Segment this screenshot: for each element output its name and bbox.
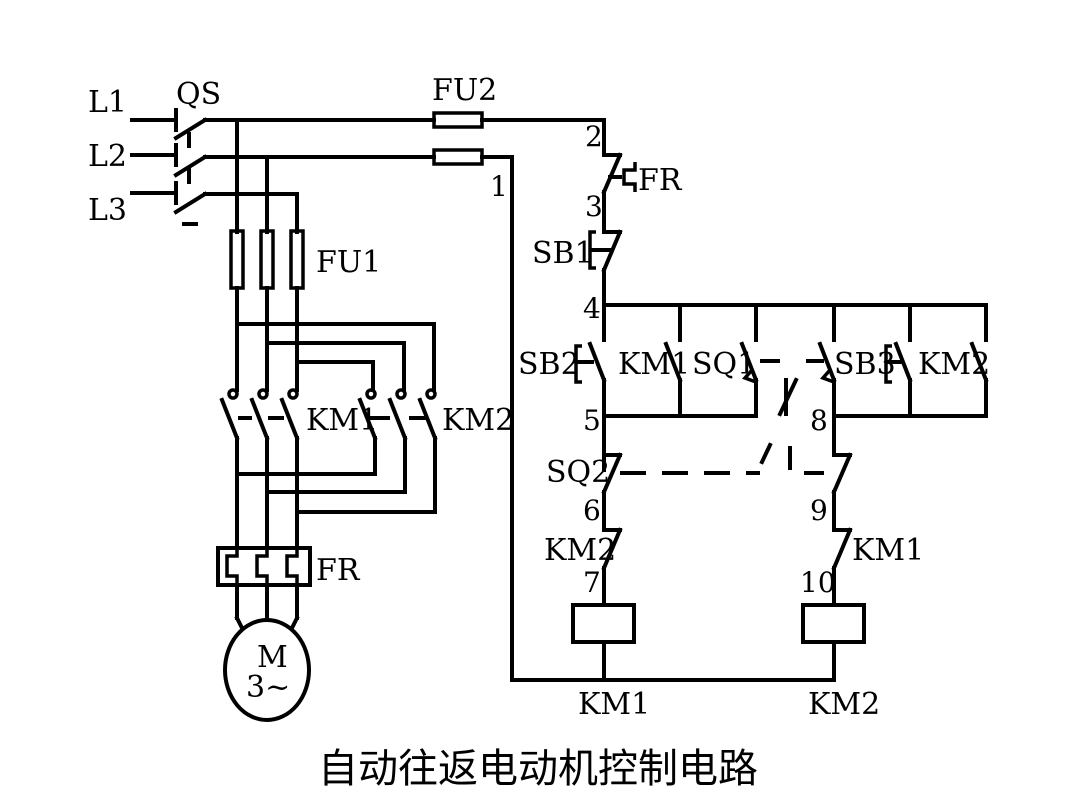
- km1-hold-contact: [663, 341, 683, 418]
- label-KM2-interlock: KM2: [544, 533, 616, 568]
- label-L2: L2: [88, 139, 127, 174]
- label-coil-KM1: KM1: [578, 687, 650, 722]
- label-L3: L3: [88, 193, 127, 228]
- label-SB3: SB3: [834, 347, 896, 382]
- sq1-nc-contact: [831, 452, 853, 532]
- label-motor-M: M: [257, 640, 288, 675]
- label-SB2: SB2: [518, 347, 580, 382]
- node-1: 1: [490, 170, 508, 203]
- mechanical-link: [620, 377, 824, 475]
- node-4: 4: [583, 292, 601, 325]
- label-SQ2: SQ2: [546, 455, 610, 490]
- km2-main-contacts: [357, 388, 438, 441]
- node-8: 8: [810, 404, 828, 437]
- km2-hold-contact: [832, 341, 989, 418]
- node-2: 2: [585, 120, 603, 153]
- diagram-title: 自动往返电动机控制电路: [318, 746, 758, 792]
- node-10: 10: [800, 566, 836, 599]
- fr-nc-contact: [601, 118, 637, 195]
- label-coil-KM2: KM2: [808, 687, 880, 722]
- km2-coil: [801, 603, 866, 682]
- label-motor-phase: 3~: [246, 670, 290, 705]
- node-4-bus: [602, 303, 988, 342]
- label-FU1: FU1: [316, 245, 381, 280]
- motor-feed-wiring: [235, 436, 437, 550]
- motor: [223, 583, 311, 722]
- node-6: 6: [583, 494, 601, 527]
- fu1-fuses: [229, 229, 305, 290]
- label-QS: QS: [176, 77, 221, 112]
- label-L1: L1: [88, 85, 127, 120]
- node-3: 3: [585, 190, 603, 223]
- label-FU2: FU2: [432, 73, 497, 108]
- km1-coil: [571, 603, 636, 682]
- fu2-fuses: [432, 111, 606, 682]
- label-FR-main: FR: [316, 553, 361, 588]
- label-KM2-hold: KM2: [918, 347, 990, 382]
- sb1-stop-button[interactable]: [588, 190, 623, 307]
- sq2-limit-switch: [601, 452, 623, 532]
- label-SQ1: SQ1: [692, 347, 756, 382]
- km1-interlock-contact: [831, 527, 853, 607]
- label-KM1-interlock: KM1: [852, 533, 924, 568]
- main-circuit-wiring: [235, 286, 436, 392]
- main-bus: [203, 118, 436, 234]
- fr-thermal-relay: [216, 546, 312, 587]
- node-9: 9: [810, 494, 828, 527]
- label-KM2-main: KM2: [442, 403, 514, 438]
- node-5: 5: [583, 404, 601, 437]
- km2-interlock-contact: [601, 527, 623, 607]
- label-KM1-hold: KM1: [618, 347, 690, 382]
- km1-main-contacts: [219, 388, 300, 441]
- node-7: 7: [583, 566, 601, 599]
- label-FR-contact: FR: [638, 163, 683, 198]
- qs-switch: [130, 108, 208, 226]
- label-SB1: SB1: [532, 236, 594, 271]
- sq1-limit-switch: [739, 341, 824, 418]
